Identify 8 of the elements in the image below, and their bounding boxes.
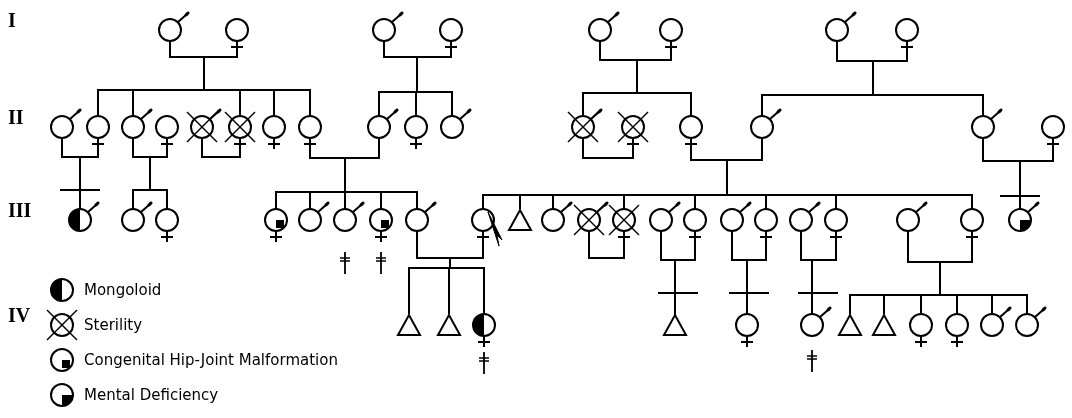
generation-label: I bbox=[8, 10, 16, 30]
legend-label: Mongoloid bbox=[84, 281, 162, 299]
legend-label: Mental Deficiency bbox=[84, 386, 219, 404]
generation-label: IV bbox=[8, 305, 31, 325]
legend-label: Sterility bbox=[84, 316, 143, 334]
legend-label: Congenital Hip-Joint Malformation bbox=[84, 351, 338, 369]
generation-label: III bbox=[8, 200, 32, 220]
generation-label: II bbox=[8, 107, 24, 127]
